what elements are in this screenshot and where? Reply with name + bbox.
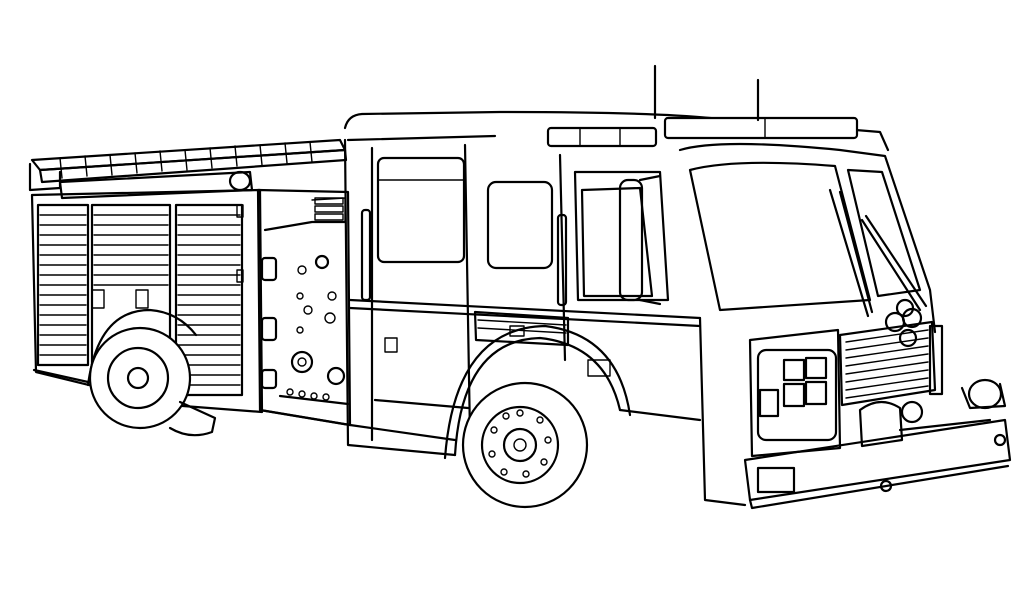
front-wheel [443,324,632,509]
cab [343,64,944,507]
ladder [28,138,348,200]
rear-wheel [86,308,217,437]
rear-compartments [30,188,264,414]
pump-panel [256,188,352,427]
front-bumper [743,378,1012,510]
